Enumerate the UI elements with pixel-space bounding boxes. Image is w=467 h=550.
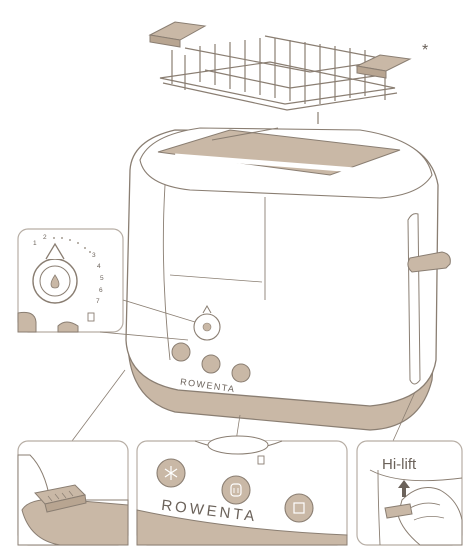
defrost-icon <box>164 466 178 480</box>
hi-lift-label: Hi-lift <box>382 456 417 473</box>
crumb-tray-handle <box>34 484 87 513</box>
optional-accessory-asterisk: * <box>422 42 428 59</box>
body-buttons <box>171 342 251 383</box>
dial-number-3: 3 <box>92 252 96 259</box>
stop-icon <box>293 502 305 514</box>
lift-lever <box>407 251 451 273</box>
buttons-zoom-panel <box>136 435 348 546</box>
droplet-icon <box>50 274 60 289</box>
hi-lift-panel <box>356 391 463 546</box>
dial-tick-dots <box>53 237 91 253</box>
dial-number-1: 1 <box>33 240 37 247</box>
browning-dial <box>193 304 221 341</box>
rack-handle-left <box>148 21 207 48</box>
dial-scale: 1 2 3 4 5 6 7 <box>33 234 104 305</box>
dial-number-5: 5 <box>100 275 104 282</box>
warming-rack <box>159 35 398 124</box>
up-arrow-icon <box>398 480 410 497</box>
dial-number-4: 4 <box>97 263 101 270</box>
dial-number-7: 7 <box>96 298 100 305</box>
dial-number-2: 2 <box>43 234 47 241</box>
rack-handle-right <box>355 54 412 79</box>
reheat-icon <box>230 483 242 497</box>
toaster-body <box>125 127 439 431</box>
dial-number-6: 6 <box>99 287 103 294</box>
